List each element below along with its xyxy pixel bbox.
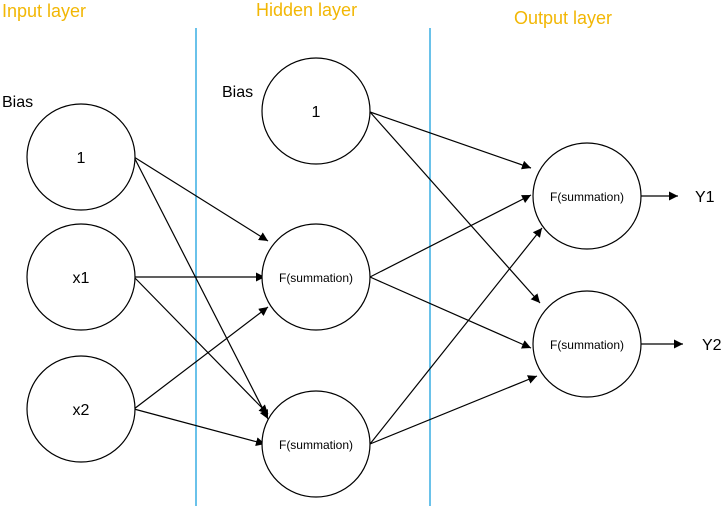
hidden-node-2-label: F(summation) (279, 438, 353, 452)
input-node-x1: x1 (26, 223, 136, 331)
output-node-1-label: F(summation) (550, 190, 624, 204)
hidden-layer-title: Hidden layer (256, 0, 357, 20)
hidden-bias-label: Bias (222, 84, 253, 101)
edge-hbias-o2 (369, 111, 541, 304)
output-label-y2: Y2 (702, 337, 722, 354)
edge-h2-o2 (369, 375, 538, 445)
hidden-bias-node-label: 1 (312, 104, 321, 121)
input-node-x1-label: x1 (73, 270, 90, 287)
hidden-node-1: F(summation) (261, 223, 371, 331)
output-node-2-label: F(summation) (550, 338, 624, 352)
edge-h2-o1 (369, 227, 543, 445)
output-node-1: F(summation) (532, 142, 642, 250)
output-label-y1: Y1 (695, 189, 715, 206)
input-node-x2: x2 (26, 355, 136, 463)
input-layer-title: Input layer (2, 1, 86, 21)
hidden-node-2: F(summation) (261, 390, 371, 498)
edge-hbias-o1 (369, 111, 532, 170)
edge-h1-o1 (369, 194, 532, 278)
edge-x2-h1 (133, 306, 269, 410)
input-bias-label: Bias (2, 94, 33, 111)
input-bias-node: 1 (26, 103, 136, 211)
edge-x2-h2 (133, 408, 266, 447)
output-node-2: F(summation) (532, 290, 642, 398)
input-bias-node-label: 1 (77, 150, 86, 167)
edge-inbias-h1 (133, 156, 269, 242)
edge-h1-o2 (369, 276, 532, 349)
edge-inbias-h2 (133, 156, 269, 420)
hidden-bias-node: 1 (261, 57, 371, 165)
input-node-x2-label: x2 (73, 402, 90, 419)
edge-x1-h2 (133, 276, 269, 415)
hidden-node-1-label: F(summation) (279, 271, 353, 285)
output-layer-title: Output layer (514, 8, 612, 28)
